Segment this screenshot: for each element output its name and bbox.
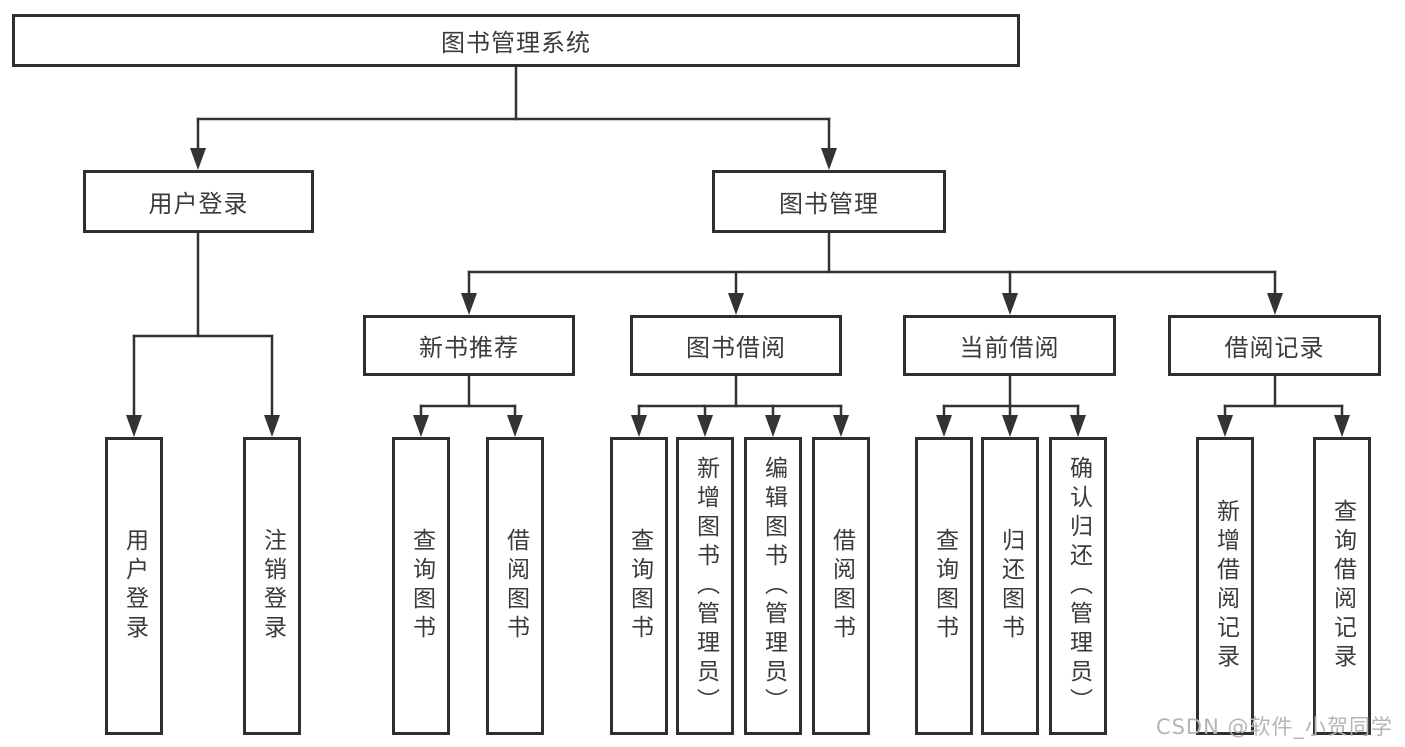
- node-label: 借阅图书: [828, 528, 855, 644]
- arrow-down-icon: [413, 415, 429, 437]
- arrow-down-icon: [126, 415, 142, 437]
- node-label: 图书借阅: [686, 334, 786, 362]
- node-label: 编辑图书（管理员）: [760, 455, 787, 717]
- node-label: 借阅记录: [1224, 334, 1325, 362]
- node-label: 查询图书: [408, 528, 435, 644]
- arrow-down-icon: [821, 148, 837, 170]
- node-label: 查询图书: [931, 528, 958, 644]
- node-book-borrowing: 图书借阅: [630, 315, 842, 376]
- arrow-down-icon: [1002, 293, 1018, 315]
- arrow-down-icon: [833, 415, 849, 437]
- leaf-query-books-recommend: 查询图书: [392, 437, 450, 735]
- node-current-borrowing: 当前借阅: [903, 315, 1116, 376]
- arrow-down-icon: [1217, 415, 1233, 437]
- leaf-user-login: 用户登录: [105, 437, 163, 735]
- arrow-down-icon: [697, 415, 713, 437]
- arrow-down-icon: [1002, 415, 1018, 437]
- node-label: 新增图书（管理员）: [692, 455, 719, 717]
- leaf-borrow-books-recommend: 借阅图书: [486, 437, 544, 735]
- leaf-return-books: 归还图书: [981, 437, 1039, 735]
- node-user-login: 用户登录: [83, 170, 314, 233]
- node-label: 查询借阅记录: [1329, 499, 1356, 673]
- leaf-edit-books-admin: 编辑图书（管理员）: [744, 437, 802, 735]
- node-label: 当前借阅: [959, 334, 1060, 362]
- arrow-down-icon: [190, 148, 206, 170]
- leaf-confirm-return-admin: 确认归还（管理员）: [1049, 437, 1107, 735]
- arrow-down-icon: [1334, 415, 1350, 437]
- node-label: 新增借阅记录: [1212, 499, 1239, 673]
- leaf-add-borrow-record: 新增借阅记录: [1196, 437, 1254, 735]
- node-label: 图书管理: [779, 190, 879, 218]
- leaf-logout: 注销登录: [243, 437, 301, 735]
- arrow-down-icon: [936, 415, 952, 437]
- node-label: 查询图书: [626, 528, 653, 644]
- node-label: 用户登录: [148, 190, 249, 218]
- node-label: 新书推荐: [419, 334, 519, 362]
- arrow-down-icon: [1267, 293, 1283, 315]
- leaf-query-books-current: 查询图书: [915, 437, 973, 735]
- arrow-down-icon: [461, 293, 477, 315]
- node-new-book-recommend: 新书推荐: [363, 315, 575, 376]
- arrow-down-icon: [765, 415, 781, 437]
- node-label: 图书管理系统: [441, 29, 591, 57]
- node-book-management: 图书管理: [712, 170, 946, 233]
- csdn-watermark: CSDN @软件_小贺同学: [1155, 715, 1393, 739]
- arrow-down-icon: [631, 415, 647, 437]
- arrow-down-icon: [507, 415, 523, 437]
- node-label: 借阅图书: [502, 528, 529, 644]
- node-borrow-records: 借阅记录: [1168, 315, 1381, 376]
- arrow-down-icon: [728, 293, 744, 315]
- leaf-query-books-borrowing: 查询图书: [610, 437, 668, 735]
- node-root-system: 图书管理系统: [12, 14, 1020, 67]
- node-label: 注销登录: [259, 528, 286, 644]
- node-label: 归还图书: [997, 528, 1024, 644]
- arrowheads: [126, 148, 1350, 437]
- arrow-down-icon: [264, 415, 280, 437]
- node-label: 确认归还（管理员）: [1065, 455, 1092, 717]
- leaf-add-books-admin: 新增图书（管理员）: [676, 437, 734, 735]
- node-label: 用户登录: [121, 528, 148, 644]
- leaf-borrow-books: 借阅图书: [812, 437, 870, 735]
- arrow-down-icon: [1070, 415, 1086, 437]
- leaf-query-borrow-record: 查询借阅记录: [1313, 437, 1371, 735]
